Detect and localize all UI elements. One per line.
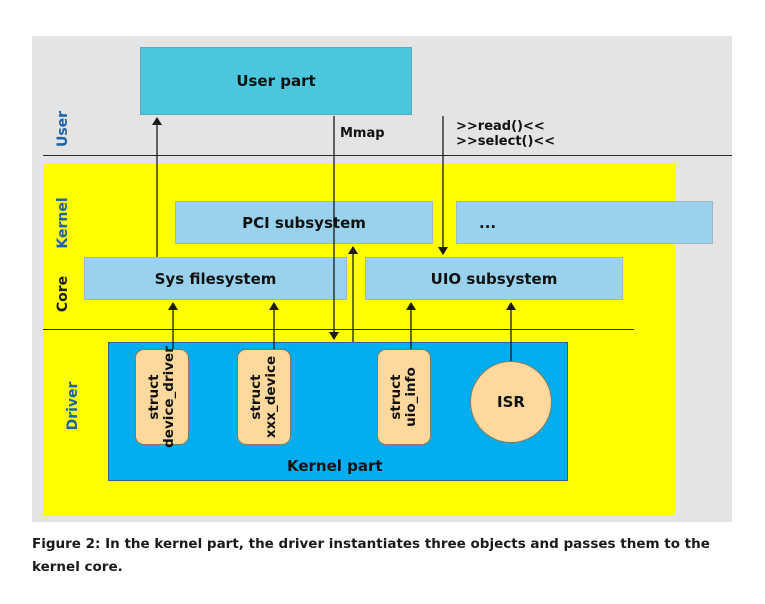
mmap-label: Mmap [340,126,385,141]
uio-subsystem-label: UIO subsystem [430,269,558,288]
user-kernel-divider [43,155,732,156]
other-subsystem-label: ... [479,213,497,232]
struct-uio-info: struct uio_info [377,349,431,445]
other-subsystem-box: ... [456,201,713,244]
isr-label: ISR [497,393,525,411]
struct-device-driver: struct device_driver [135,346,189,448]
figure-caption: Figure 2: In the kernel part, the driver… [32,536,710,575]
pci-subsystem-label: PCI subsystem [242,213,366,232]
sys-filesystem-box: Sys filesystem [84,257,347,300]
isr-circle: ISR [470,361,552,443]
uio-subsystem-box: UIO subsystem [365,257,623,300]
user-part-box: User part [140,47,412,115]
kernel-part-label: Kernel part [287,457,383,475]
select-call-label: >>select()<< [456,134,556,149]
user-part-label: User part [236,72,316,90]
pci-subsystem-box: PCI subsystem [175,201,433,244]
core-driver-divider [43,329,634,330]
sys-filesystem-label: Sys filesystem [154,269,277,288]
struct-xxx-device: struct xxx_device [237,349,291,445]
read-call-label: >>read()<< [456,119,545,134]
